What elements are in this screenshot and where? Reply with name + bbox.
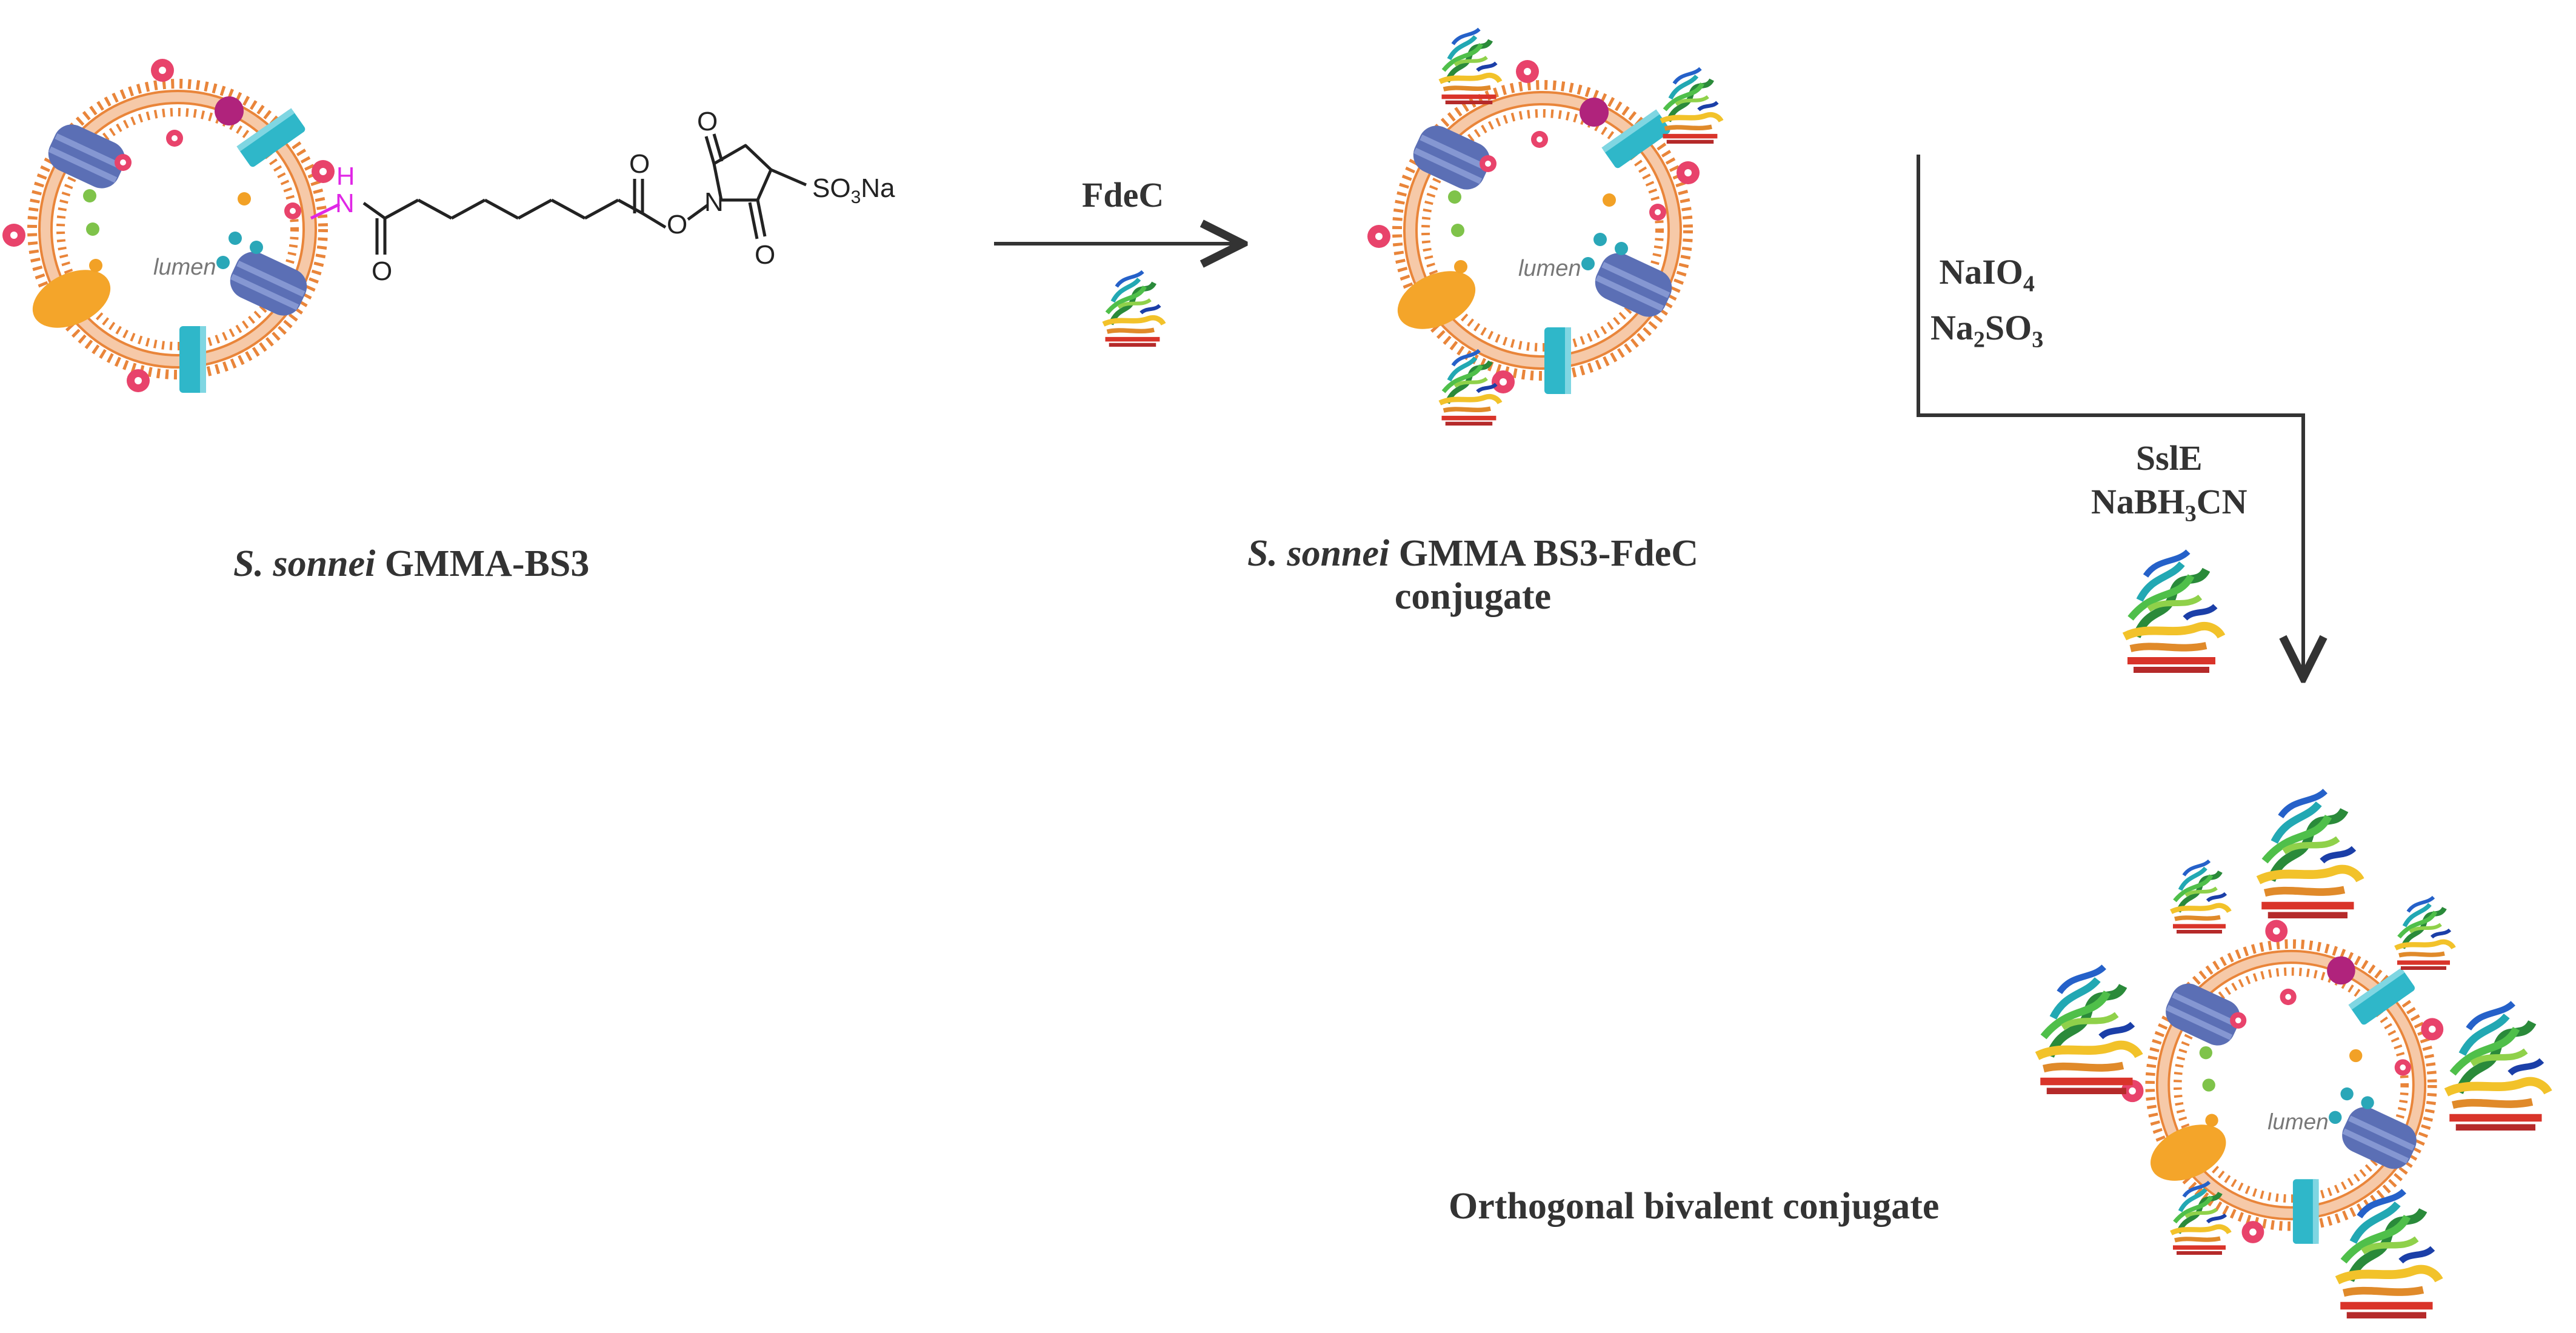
species-name: S. sonnei	[233, 543, 376, 584]
imide-n-label: N	[704, 187, 724, 217]
protein-ribbon-icon	[2446, 1003, 2548, 1128]
protein-ribbon-icon	[2395, 897, 2454, 968]
caption-fdec-conjugate: S. sonnei GMMA BS3-FdeC conjugate	[1209, 532, 1737, 618]
caption-text: GMMA BS3-FdeC	[1398, 533, 1699, 574]
reagent-step3: SslE NaBH3CN	[2091, 438, 2247, 527]
imide-o-label: O	[697, 107, 718, 136]
lumen-label: lumen	[2267, 1109, 2328, 1134]
protein-ribbon-icon	[2037, 967, 2139, 1091]
lumen-label: lumen	[153, 255, 216, 280]
carbonyl-o-label: O	[629, 149, 650, 179]
reaction-arrow-2	[1917, 155, 2303, 678]
lumen-label: lumen	[1518, 256, 1581, 281]
protein-ribbon-icon	[1661, 68, 1721, 142]
bs3-linker-structure	[310, 133, 807, 255]
protein-ribbon-icon	[2258, 791, 2360, 915]
nh-label: H	[336, 162, 355, 190]
caption-gmma-bs3: S. sonnei GMMA-BS3	[233, 543, 589, 586]
nh-label: N	[335, 189, 355, 218]
protein-ribbon-icon	[1440, 350, 1500, 424]
species-name: S. sonnei	[1247, 533, 1390, 574]
gmma-vesicle-icon: lumen	[1367, 60, 1700, 394]
caption-text: conjugate	[1394, 576, 1552, 617]
imide-o-label: O	[755, 240, 775, 270]
caption-final-conjugate: Orthogonal bivalent conjugate	[1449, 1186, 1940, 1227]
protein-ribbon-icon	[1440, 29, 1500, 102]
so3na-label: SO3Na	[812, 173, 895, 207]
carbonyl-o-label: O	[372, 256, 392, 286]
caption-text: GMMA-BS3	[384, 543, 590, 584]
protein-ribbon-icon	[1103, 272, 1163, 345]
ester-o-label: O	[667, 210, 687, 239]
gmma-vesicle-icon: lumen	[2121, 920, 2444, 1243]
reagent-step1: FdeC	[1082, 175, 1164, 215]
protein-ribbon-icon	[2171, 861, 2229, 932]
protein-ribbon-icon	[2124, 552, 2221, 670]
reagent-step2: NaIO4 Na2SO3	[1930, 252, 2044, 353]
gmma-vesicle-icon: lumen	[2, 59, 335, 393]
